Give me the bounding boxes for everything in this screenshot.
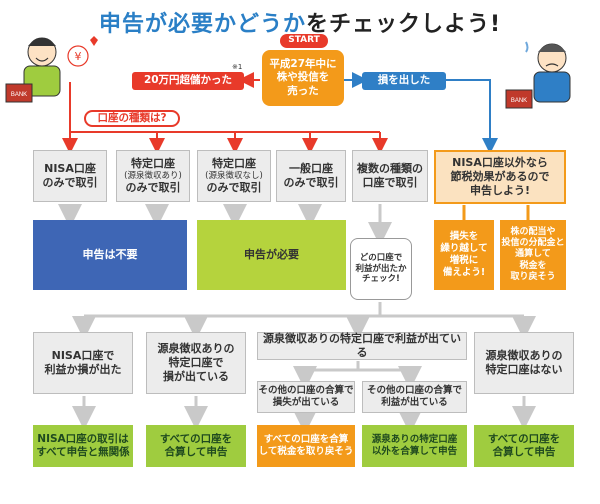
branch-profit-text: 20万円超儲かった — [143, 74, 233, 87]
loss-tip-offset-text: 株の配当や 投信の分配金と 通算して 税金を 取り戻そう — [501, 226, 565, 282]
case-nisa-text: NISA口座で 利益か損が出た — [44, 349, 122, 376]
filing-required-text: 申告が必要 — [244, 248, 299, 262]
account-multiple: 複数の種類の 口座で取引 — [352, 150, 428, 202]
result-nisa: NISA口座の取引は すべて申告と無関係 — [33, 425, 133, 467]
account-nisa: NISA口座 のみで取引 — [33, 150, 107, 202]
case-other-loss: その他の口座の合算で 損失が出ている — [257, 381, 355, 413]
case-gensen-loss-text: 源泉徴収ありの 特定口座で 損が出ている — [157, 342, 235, 383]
account-ippan-label: 一般口座 のみで取引 — [283, 162, 339, 189]
result-no-gensen-text: すべての口座を 合算して申告 — [487, 432, 561, 458]
no-filing-box: 申告は不要 — [33, 220, 187, 290]
result-other-loss-text: すべての口座を合算 して税金を取り戻そう — [258, 434, 354, 457]
case-other-loss-text: その他の口座の合算で 損失が出ている — [258, 385, 354, 408]
case-nisa: NISA口座で 利益か損が出た — [33, 332, 133, 394]
account-tokutei-gensen-sub: (源泉徴収あり) — [124, 170, 182, 181]
account-tokutei-nogensen-label: 特定口座 — [212, 156, 256, 170]
which-account-note: どの口座で 利益が出たか チェック! — [350, 238, 412, 300]
loss-tip-carryover-text: 損失を 繰り越して 増税に 備えよう! — [440, 231, 488, 278]
case-gensen-loss: 源泉徴収ありの 特定口座で 損が出ている — [146, 332, 246, 394]
loss-advice-text: NISA口座以外なら 節税効果があるので 申告しよう! — [450, 156, 550, 197]
loss-tip-carryover: 損失を 繰り越して 増税に 備えよう! — [434, 220, 494, 290]
result-other-profit-text: 源泉ありの特定口座 以外を合算して申告 — [371, 434, 458, 457]
svg-text:BANK: BANK — [11, 92, 27, 98]
page-title: 申告が必要かどうかをチェックしよう! — [0, 6, 600, 38]
branch-loss-text: 損を出した — [377, 74, 431, 87]
case-other-profit-text: その他の口座の合算で 利益が出ている — [366, 385, 462, 408]
case-other-profit: その他の口座の合算で 利益が出ている — [362, 381, 467, 413]
case-no-gensen: 源泉徴収ありの 特定口座はない — [474, 332, 574, 394]
account-tokutei-nogensen-label2: のみで取引 — [206, 181, 262, 195]
filing-required-box: 申告が必要 — [197, 220, 346, 290]
svg-text:BANK: BANK — [511, 98, 527, 104]
account-tokutei-gensen-label2: のみで取引 — [125, 181, 181, 195]
title-part-1: 申告が必要かどうか — [98, 12, 306, 37]
title-part-2: をチェックしよう! — [305, 12, 502, 37]
account-multiple-label: 複数の種類の 口座で取引 — [357, 162, 423, 189]
case-gensen-profit-text: 源泉徴収ありの特定口座で利益が出ている — [263, 332, 461, 359]
result-gensen-loss: すべての口座を 合算して申告 — [146, 425, 246, 467]
account-tokutei-nogensen: 特定口座 (源泉徴収なし) のみで取引 — [197, 150, 271, 202]
branch-loss-label: 損を出した — [362, 72, 446, 90]
case-gensen-profit: 源泉徴収ありの特定口座で利益が出ている — [257, 332, 467, 360]
loss-advice-box: NISA口座以外なら 節税効果があるので 申告しよう! — [434, 150, 566, 204]
branch-profit-footnote: ※1 — [232, 63, 243, 71]
case-no-gensen-text: 源泉徴収ありの 特定口座はない — [485, 349, 563, 376]
no-filing-text: 申告は不要 — [82, 248, 138, 262]
loss-tip-offset: 株の配当や 投信の分配金と 通算して 税金を 取り戻そう — [500, 220, 566, 290]
result-no-gensen: すべての口座を 合算して申告 — [474, 425, 574, 467]
svg-text:¥: ¥ — [75, 50, 82, 63]
result-other-profit: 源泉ありの特定口座 以外を合算して申告 — [362, 425, 467, 467]
account-tokutei-gensen: 特定口座 (源泉徴収あり) のみで取引 — [116, 150, 190, 202]
start-badge: START — [280, 34, 328, 48]
account-type-question: 口座の種類は? — [84, 110, 180, 127]
which-account-text: どの口座で 利益が出たか チェック! — [355, 253, 407, 285]
account-nisa-label: NISA口座 のみで取引 — [42, 162, 98, 189]
start-box: 平成27年中に 株や投信を 売った — [262, 50, 344, 106]
result-gensen-loss-text: すべての口座を 合算して申告 — [159, 432, 233, 458]
account-ippan: 一般口座 のみで取引 — [276, 150, 346, 202]
account-type-text: 口座の種類は? — [97, 111, 167, 124]
branch-profit-label: 20万円超儲かった — [132, 72, 244, 90]
account-tokutei-gensen-label: 特定口座 — [131, 156, 175, 170]
result-nisa-text: NISA口座の取引は すべて申告と無関係 — [36, 432, 130, 458]
result-other-loss: すべての口座を合算 して税金を取り戻そう — [257, 425, 355, 467]
account-tokutei-nogensen-sub: (源泉徴収なし) — [205, 170, 263, 181]
